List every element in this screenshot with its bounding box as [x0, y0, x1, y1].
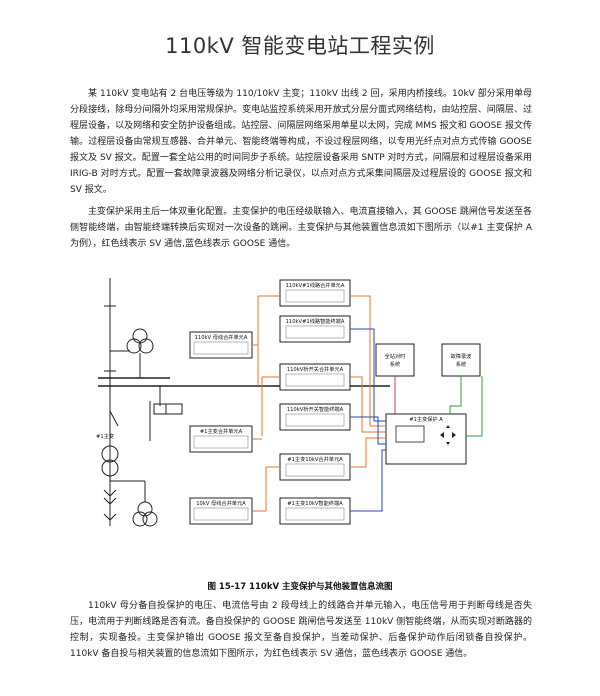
label-tx10-mu: #1主变10kV合并单元A — [287, 455, 343, 463]
paragraph-bus-transfer: 110kV 母分备自投保护的电压、电流信号由 2 段母线上的线路合并单元输入，电… — [70, 601, 532, 659]
label-fault-recorder: 故障录波系统 — [451, 352, 473, 368]
label-time-sync: 全站对时系统 — [385, 352, 406, 368]
label-tx10-it: #1主变10kV智能终端A — [287, 499, 343, 507]
label-transformer: #1主变 — [96, 432, 114, 440]
label-tx1-mu: #1主变合并单元A — [200, 427, 243, 435]
label-line1-mu: 110kV#1线路合并单元A — [286, 281, 345, 289]
paragraph-substation-overview: 某 110kV 变电站有 2 台电压等级为 110/10kV 主变；110kV … — [70, 89, 532, 195]
label-line1-it: 110kV#1线路智能终端A — [286, 317, 345, 325]
page-title: 110kV 智能变电站工程实例 — [165, 34, 435, 58]
label-bridge-mu: 110kV桥开关合并单元A — [287, 365, 344, 373]
keypad-icon — [440, 425, 456, 445]
label-bus10-mu: 10kV 母线合并单元A — [196, 499, 246, 507]
label-bus-mu: 110kV 母线合并单元A — [195, 333, 248, 341]
info-flow-diagram: 110kV#1线路合并单元A 110kV#1线路智能终端A 110kV 母线合并… — [96, 278, 483, 527]
figure-caption: 图 15-17 110kV 主变保护与其他装置信息流图 — [207, 582, 393, 592]
paragraph-transformer-protection: 主变保护采用主后一体双重化配置。主变保护的电压经级联输入、电流直接输入，其 GO… — [70, 207, 532, 249]
label-bridge-it: 110kV桥开关智能终端A — [287, 405, 344, 413]
label-protection: #1主变保护 A — [409, 415, 443, 423]
